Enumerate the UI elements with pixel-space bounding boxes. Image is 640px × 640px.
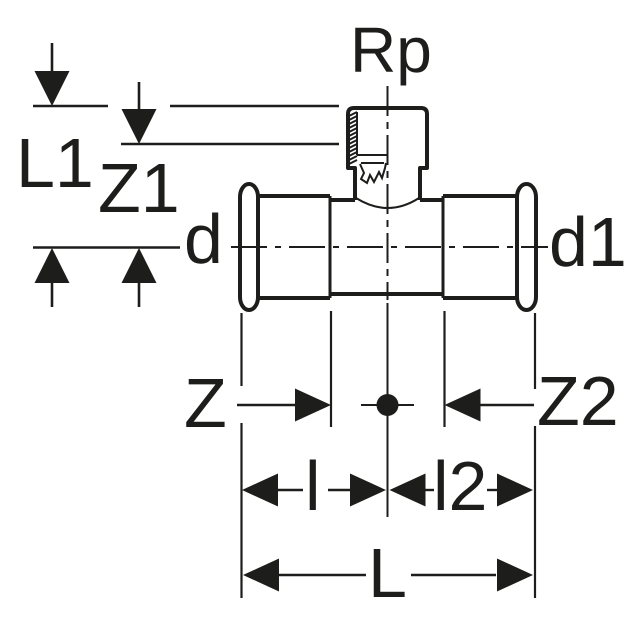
dimension-l1: L1 bbox=[16, 43, 339, 307]
label-z2: Z2 bbox=[537, 362, 619, 440]
extension-lines bbox=[240, 311, 537, 598]
center-point-dot bbox=[376, 394, 399, 416]
L-arrowhead-right bbox=[497, 558, 533, 592]
label-l-small: l bbox=[305, 447, 321, 525]
break-out-squiggle bbox=[359, 162, 387, 185]
centerlines bbox=[231, 86, 548, 517]
l2-arrowhead-right bbox=[497, 473, 533, 507]
label-l2: l2 bbox=[433, 447, 487, 525]
dimension-z2: Z2 bbox=[444, 362, 619, 440]
L-arrowhead-left bbox=[243, 558, 279, 592]
dimension-z: Z bbox=[184, 364, 331, 442]
label-d: d bbox=[184, 200, 223, 278]
thread-hatch-icon bbox=[348, 111, 358, 165]
label-d1: d1 bbox=[549, 203, 627, 281]
diameter-labels: d d1 bbox=[33, 200, 627, 281]
label-rp: Rp bbox=[350, 14, 432, 86]
dimension-z1: Z1 bbox=[98, 82, 339, 307]
l1-arrowhead-down bbox=[34, 71, 70, 106]
z1-arrowhead-down bbox=[121, 109, 157, 144]
l-arrowhead-left bbox=[242, 473, 278, 507]
dimension-l-small: l bbox=[242, 447, 386, 525]
z1-arrowhead-up bbox=[121, 248, 157, 283]
dimension-l2: l2 bbox=[389, 447, 533, 525]
z-arrowhead-right bbox=[295, 388, 331, 422]
label-z1: Z1 bbox=[98, 149, 180, 227]
label-z: Z bbox=[184, 364, 227, 442]
center-point-marker bbox=[361, 394, 414, 416]
dimension-l-total: L bbox=[243, 534, 533, 612]
label-l1: L1 bbox=[16, 124, 94, 202]
l-arrowhead-right bbox=[350, 473, 386, 507]
l2-arrowhead-left bbox=[389, 473, 426, 507]
label-l-total: L bbox=[368, 534, 407, 612]
z2-arrowhead-left bbox=[444, 388, 481, 422]
l1-arrowhead-up bbox=[34, 248, 70, 283]
fitting-body bbox=[238, 182, 538, 312]
